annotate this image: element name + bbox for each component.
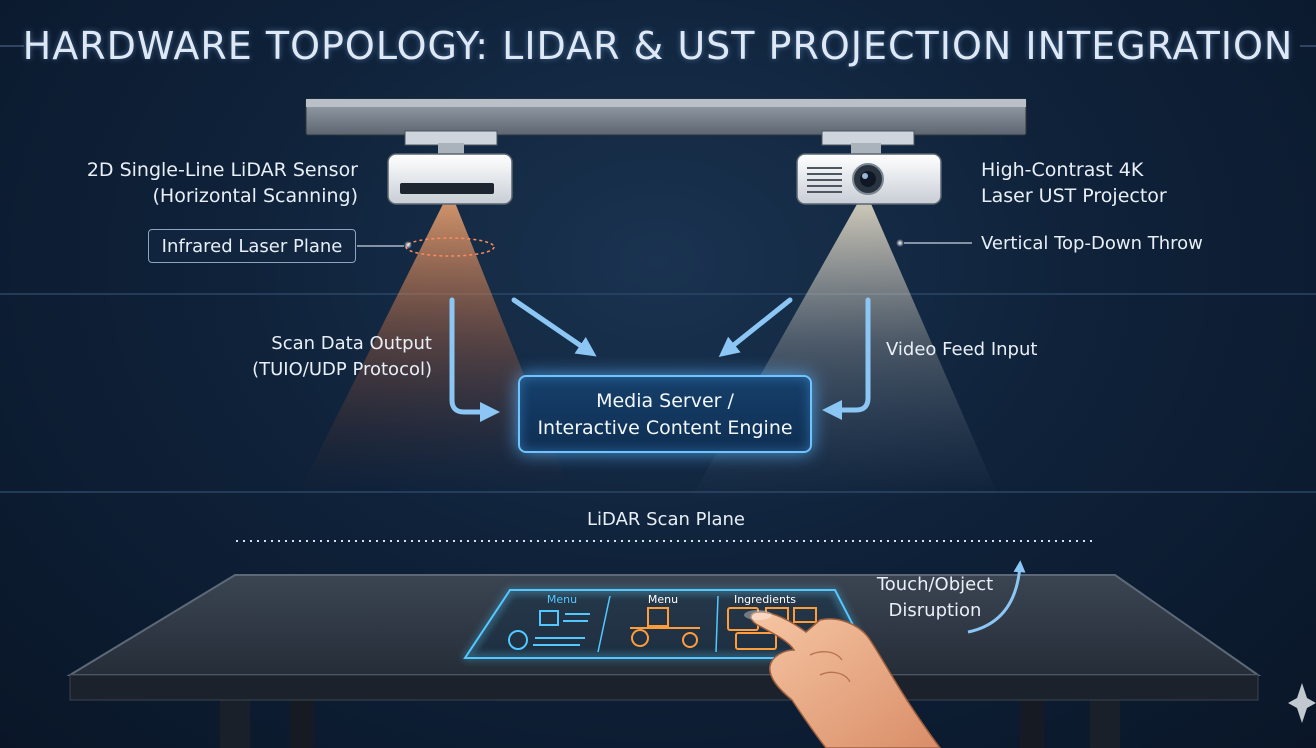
touch-label: Touch/Object Disruption [860, 572, 1010, 624]
ui-panel-1-label: Menu [547, 593, 577, 606]
projector-label-line2: Laser UST Projector [981, 185, 1167, 207]
lidar-beam [300, 190, 570, 490]
arrow-video-feed [822, 297, 871, 420]
projector-label-line1: High-Contrast 4K [981, 159, 1144, 181]
scan-plane-label: LiDAR Scan Plane [587, 509, 745, 530]
touch-line1: Touch/Object [876, 574, 994, 595]
arrow-scan-data [449, 297, 500, 422]
ui-panel-2-label: Menu [648, 593, 678, 606]
scan-output-label: Scan Data Output (TUIO/UDP Protocol) [222, 331, 432, 383]
sparkle-icon [1288, 683, 1316, 723]
laser-plane-label: Infrared Laser Plane [148, 229, 356, 263]
scan-output-line1: Scan Data Output [271, 333, 432, 354]
scan-output-line2: (TUIO/UDP Protocol) [252, 359, 432, 380]
media-server-box: Media Server / Interactive Content Engin… [518, 375, 812, 453]
ceiling-rail [305, 98, 1027, 136]
throw-label: Vertical Top-Down Throw [981, 233, 1203, 254]
server-line1: Media Server / [596, 390, 734, 412]
server-line2: Interactive Content Engine [537, 417, 793, 439]
lidar-label-line1: 2D Single-Line LiDAR Sensor [86, 159, 358, 181]
arrow-projector-to-server [718, 297, 793, 357]
touch-line2: Disruption [888, 600, 982, 621]
flow-arrows [449, 297, 871, 422]
ui-panel-3-label: Ingredients [734, 593, 796, 606]
touch-arrow [967, 560, 1026, 634]
video-feed-label: Video Feed Input [886, 339, 1038, 360]
lidar-sensor-icon [387, 130, 513, 257]
page-title: HARDWARE TOPOLOGY: LIDAR & UST PROJECTIO… [22, 24, 1294, 68]
hand-icon [744, 610, 941, 748]
lidar-label: 2D Single-Line LiDAR Sensor (Horizontal … [42, 157, 358, 209]
projector-icon [796, 130, 942, 247]
arrow-lidar-to-server [511, 297, 597, 357]
projector-label: High-Contrast 4K Laser UST Projector [981, 157, 1167, 209]
lidar-label-line2: (Horizontal Scanning) [152, 185, 359, 207]
